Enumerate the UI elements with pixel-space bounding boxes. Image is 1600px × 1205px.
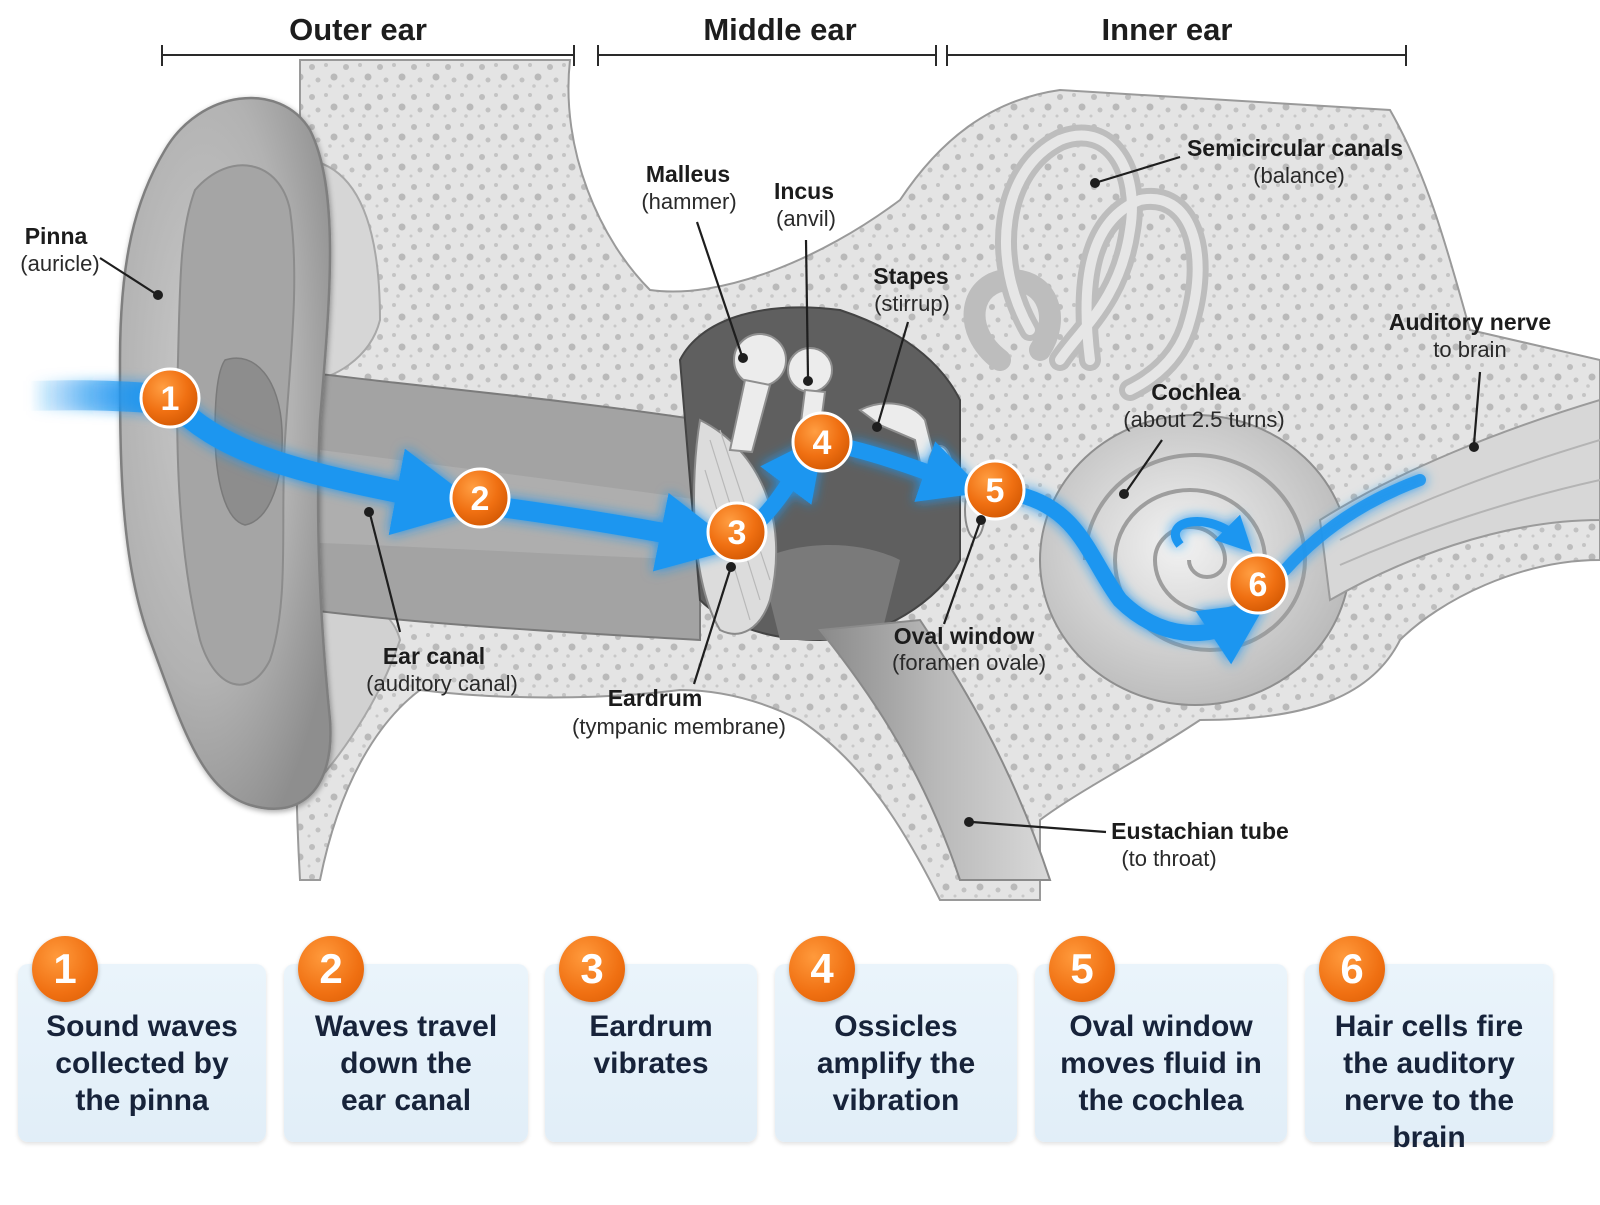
label-title: Malleus <box>646 161 730 187</box>
label-stapes: Stapes (stirrup) <box>872 263 950 432</box>
step-description: Ossicles amplify the vibration <box>816 1010 976 1117</box>
section-title-inner: Inner ear <box>1102 12 1233 47</box>
badge-3: 3 <box>706 501 768 563</box>
badge-1: 1 <box>139 367 201 429</box>
step-description: Waves travel down the ear canal <box>314 1010 498 1117</box>
step-description: Eardrum vibrates <box>589 1010 713 1080</box>
bracket-inner <box>946 45 1407 66</box>
diagram-badges: 1 2 3 4 5 6 <box>139 367 1289 615</box>
step-number-badge: 6 <box>1319 936 1385 1002</box>
badge-5: 5 <box>964 459 1026 521</box>
label-subtitle: (stirrup) <box>874 291 950 316</box>
section-title-middle: Middle ear <box>703 12 856 47</box>
label-incus: Incus (anvil) <box>774 178 836 386</box>
label-subtitle: (anvil) <box>776 206 836 231</box>
label-title: Oval window <box>894 623 1035 649</box>
step-card-6: 6 Hair cells fire the auditory nerve to … <box>1305 936 1553 1154</box>
label-title: Auditory nerve <box>1389 309 1551 335</box>
step-description: Oval window moves fluid in the cochlea <box>1060 1010 1262 1117</box>
label-subtitle: (balance) <box>1253 163 1345 188</box>
label-eustachian-tube: Eustachian tube (to throat) <box>964 817 1289 871</box>
label-oval-window: Oval window (foramen ovale) <box>892 515 1046 675</box>
label-malleus: Malleus (hammer) <box>641 161 748 363</box>
auditory-nerve-shape <box>1318 398 1600 602</box>
path-segment-2-3 <box>483 492 740 572</box>
section-title-outer: Outer ear <box>289 12 427 47</box>
label-title: Semicircular canals <box>1187 135 1403 161</box>
label-auditory-nerve: Auditory nerve to brain <box>1389 309 1551 452</box>
label-title: Stapes <box>873 263 948 289</box>
label-cochlea: Cochlea (about 2.5 turns) <box>1119 379 1285 499</box>
step-number-badge: 3 <box>559 936 625 1002</box>
badge-number: 4 <box>813 424 832 462</box>
step-cards: 1 Sound waves collected by the pinna 2 W… <box>18 936 1588 1154</box>
path-segment-3-4 <box>754 434 825 526</box>
badge-number: 2 <box>471 480 490 518</box>
label-ear-canal: Ear canal (auditory canal) <box>364 507 518 696</box>
step-card-3: 3 Eardrum vibrates <box>545 936 757 1142</box>
step-card-2: 2 Waves travel down the ear canal <box>284 936 528 1142</box>
path-segment-4-5 <box>848 440 986 502</box>
label-semicircular-canals: Semicircular canals (balance) <box>1090 135 1403 188</box>
label-title: Pinna <box>25 223 88 249</box>
label-subtitle: (hammer) <box>641 189 736 214</box>
step-number-badge: 1 <box>32 936 98 1002</box>
label-title: Cochlea <box>1151 379 1241 405</box>
label-subtitle: to brain <box>1433 337 1506 362</box>
label-subtitle: (auricle) <box>20 251 99 276</box>
step-number-badge: 2 <box>298 936 364 1002</box>
badge-number: 6 <box>1249 566 1268 604</box>
label-subtitle: (tympanic membrane) <box>572 714 786 739</box>
label-title: Eardrum <box>608 685 703 711</box>
step-card-4: 4 Ossicles amplify the vibration <box>775 936 1017 1142</box>
label-subtitle: (auditory canal) <box>366 671 518 696</box>
badge-number: 5 <box>986 472 1005 510</box>
cochlea-swirl <box>1170 514 1253 553</box>
label-title: Ear canal <box>383 643 485 669</box>
step-description: Sound waves collected by the pinna <box>46 1010 238 1117</box>
badge-number: 3 <box>728 514 747 552</box>
badge-number: 1 <box>161 380 180 418</box>
label-title: Eustachian tube <box>1111 818 1289 844</box>
label-subtitle: (foramen ovale) <box>892 650 1046 675</box>
step-card-1: 1 Sound waves collected by the pinna <box>18 936 266 1142</box>
path-segment-6-nerve <box>1279 474 1426 576</box>
label-title: Incus <box>774 178 834 204</box>
label-subtitle: (to throat) <box>1121 846 1216 871</box>
step-description: Hair cells fire the auditory nerve to th… <box>1334 1010 1524 1154</box>
step-card-5: 5 Oval window moves fluid in the cochlea <box>1035 936 1287 1142</box>
bracket-middle <box>597 45 937 66</box>
label-pinna: Pinna (auricle) <box>20 223 163 300</box>
label-subtitle: (about 2.5 turns) <box>1123 407 1284 432</box>
step-number-badge: 5 <box>1049 936 1115 1002</box>
bracket-outer <box>161 45 575 66</box>
section-headers: Outer ear Middle ear Inner ear <box>161 12 1407 66</box>
badge-6: 6 <box>1227 553 1289 615</box>
badge-2: 2 <box>449 467 511 529</box>
step-number-badge: 4 <box>789 936 855 1002</box>
pinna-shape <box>118 96 332 810</box>
label-eardrum: Eardrum (tympanic membrane) <box>572 562 786 739</box>
eustachian-tube-shape <box>818 618 1052 881</box>
path-segment-5-6 <box>1017 487 1267 665</box>
badge-4: 4 <box>791 411 853 473</box>
